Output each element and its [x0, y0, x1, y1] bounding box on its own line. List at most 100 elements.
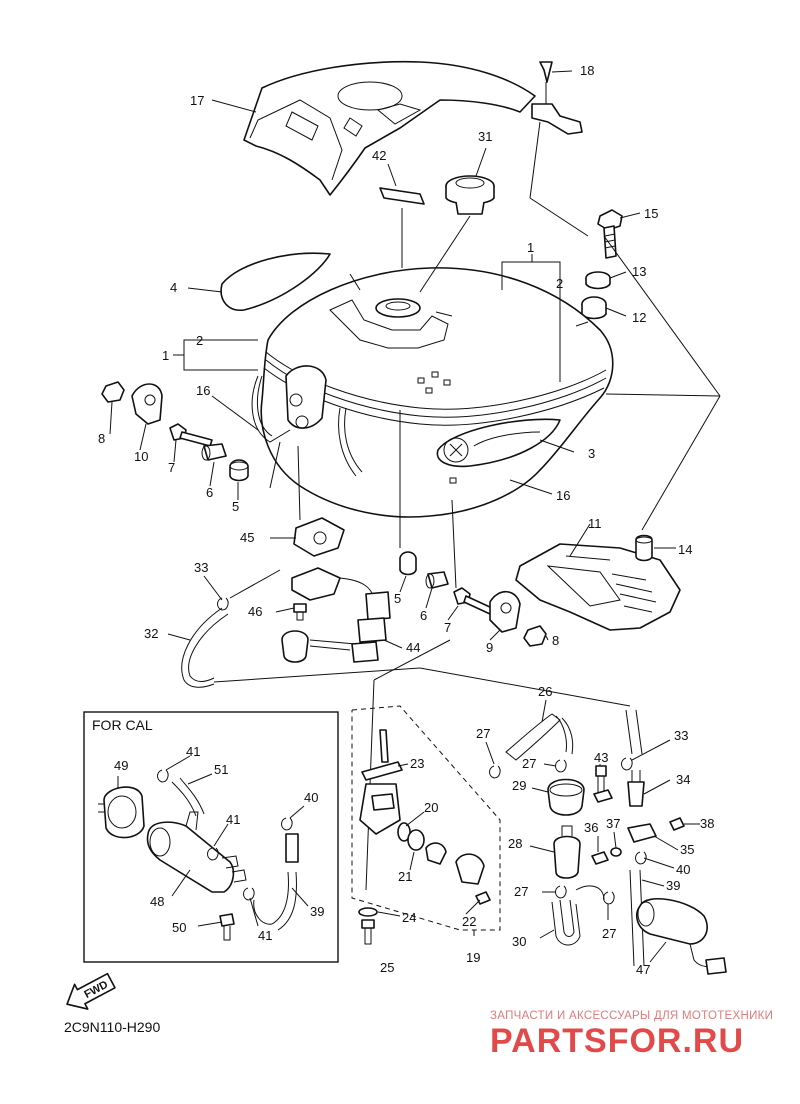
callout-45: 45	[240, 530, 254, 545]
callout-44: 44	[406, 640, 420, 655]
part-48-canister	[146, 811, 247, 893]
callout-28: 28	[508, 836, 522, 851]
part-51-hose	[171, 777, 205, 817]
callout-27-a: 27	[476, 726, 490, 741]
callout-42: 42	[372, 148, 386, 163]
callout-34: 34	[676, 772, 690, 787]
part-6-collar-left	[201, 443, 227, 461]
callout-2-left: 2	[196, 333, 203, 348]
callout-50: 50	[172, 920, 186, 935]
part-27-clip-a	[489, 765, 501, 779]
callout-15: 15	[644, 206, 658, 221]
callout-41-a: 41	[186, 744, 200, 759]
callout-36: 36	[584, 820, 598, 835]
callout-24: 24	[402, 910, 416, 925]
part-46-bolt	[293, 603, 307, 621]
callout-49: 49	[114, 758, 128, 773]
callout-33-left: 33	[194, 560, 208, 575]
part-41-clip-low	[243, 887, 255, 901]
part-31-fuel-cap	[445, 175, 495, 215]
part-14-collar	[635, 534, 653, 562]
part-10-bracket	[131, 383, 163, 425]
part-32-hose	[181, 607, 229, 688]
callout-13: 13	[632, 264, 646, 279]
part-40-clip-inset	[281, 817, 293, 831]
part-34-valve	[627, 770, 645, 807]
part-45-plate	[293, 517, 345, 557]
callout-40-inset: 40	[304, 790, 318, 805]
part-43-screw	[593, 765, 613, 803]
part-18-clip	[531, 61, 583, 135]
part-21-gasket	[407, 829, 425, 851]
callout-5-left: 5	[232, 499, 239, 514]
callout-51: 51	[214, 762, 228, 777]
callout-16-left: 16	[196, 383, 210, 398]
inset-for-cal: FOR CAL	[83, 711, 339, 963]
part-23-fuel-cock	[359, 729, 403, 835]
diagram-code: 2C9N110-H290	[64, 1019, 160, 1035]
part-7-bolt-right	[453, 587, 493, 615]
part-40-clip	[635, 851, 647, 865]
callout-11: 11	[588, 516, 602, 531]
callout-41-b: 41	[226, 812, 240, 827]
part-50-screw	[219, 913, 235, 941]
callout-10: 10	[134, 449, 148, 464]
callout-1-top: 1	[527, 240, 534, 255]
part-17-tank-cover	[243, 60, 536, 196]
callout-2-top: 2	[556, 276, 563, 291]
part-12-damper	[581, 296, 607, 320]
callout-8-left: 8	[98, 431, 105, 446]
callout-41-c: 41	[258, 928, 272, 943]
part-hose-upper-right	[625, 709, 643, 755]
part-25-bolt	[361, 919, 375, 945]
callout-43: 43	[594, 750, 608, 765]
part-15-bolt	[597, 209, 623, 259]
part-44-pump-assembly	[281, 567, 391, 663]
part-33-clip-right	[621, 757, 633, 771]
callout-7-right: 7	[444, 620, 451, 635]
callout-14: 14	[678, 542, 692, 557]
part-33-clip-left	[217, 597, 229, 611]
fwd-arrow-icon: FWD	[66, 972, 116, 1010]
callout-17: 17	[190, 93, 204, 108]
part-41-clip-top	[157, 769, 169, 783]
inset-title: FOR CAL	[92, 717, 153, 733]
callout-46: 46	[248, 604, 262, 619]
callout-23: 23	[410, 756, 424, 771]
callout-21: 21	[398, 869, 412, 884]
callout-6-left: 6	[206, 485, 213, 500]
part-22-filter-plate	[455, 853, 485, 885]
callout-4: 4	[170, 280, 177, 295]
callout-25: 25	[380, 960, 394, 975]
callout-1-left: 1	[162, 348, 169, 363]
fuel-cock-group	[351, 705, 501, 945]
part-27-clip-c	[555, 885, 567, 899]
callout-33-right: 33	[674, 728, 688, 743]
part-9-bracket	[489, 590, 521, 633]
part-47-pump	[636, 898, 727, 975]
callout-39-inset: 39	[310, 904, 324, 919]
part-inset-pipe	[285, 833, 299, 863]
callout-47: 47	[636, 962, 650, 977]
callout-6-right: 6	[420, 608, 427, 623]
part-42-label	[379, 187, 425, 205]
part-36-bolt	[591, 851, 609, 865]
callout-12: 12	[632, 310, 646, 325]
watermark: ЗАПЧАСТИ И АКСЕССУАРЫ ДЛЯ МОТОТЕХНИКИ PA…	[490, 1010, 773, 1060]
callout-35: 35	[680, 842, 694, 857]
part-24-washer	[358, 907, 378, 917]
part-28-fuel-filter	[553, 825, 581, 879]
callout-27-d: 27	[602, 926, 616, 941]
callout-3: 3	[588, 446, 595, 461]
part-49-cap	[98, 786, 145, 839]
callout-38: 38	[700, 816, 714, 831]
part-27-clip-d	[603, 891, 615, 905]
part-11-heat-guard	[515, 543, 681, 631]
part-30-hose	[551, 885, 605, 946]
part-5-grommet-right	[399, 551, 417, 576]
part-35-bracket	[627, 823, 657, 843]
callout-29: 29	[512, 778, 526, 793]
callout-20: 20	[424, 800, 438, 815]
part-29-fuel-pump	[547, 778, 585, 816]
